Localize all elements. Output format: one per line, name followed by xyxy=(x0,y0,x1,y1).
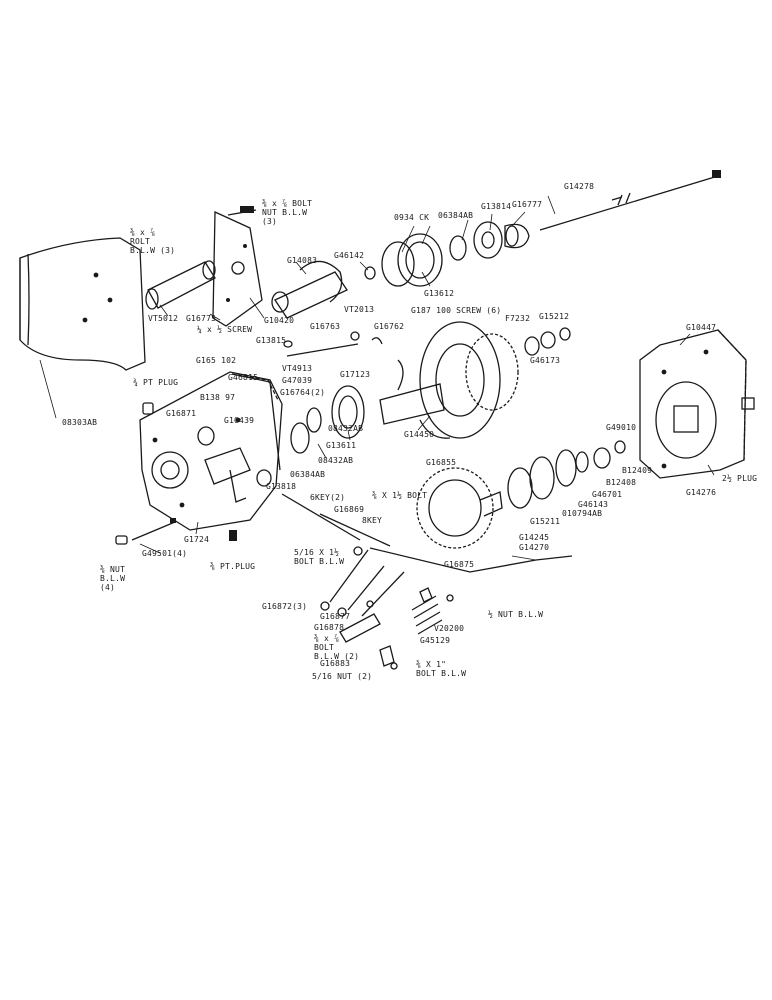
label-vt5012: VT5012 xyxy=(148,314,179,323)
label-bolt-3-8-1-blw: ⅜ X 1" BOLT B.L.W xyxy=(416,660,467,678)
label-bolt-nut-blw3: ⅜ x ⅞ BOLT NUT B.L.W (3) xyxy=(262,199,313,226)
label-g13611-top: 08432AB xyxy=(328,424,364,433)
label-g46143: G46143 xyxy=(578,500,609,509)
label-bolt-5-16-blw: 5/16 X 1½ BOLT B.L.W xyxy=(294,548,345,566)
label-vt2013: VT2013 xyxy=(344,305,375,314)
label-nut-blw4: ⅜ NUT B.L.W (4) xyxy=(100,565,126,592)
label-vt4913: VT4913 xyxy=(282,364,313,373)
label-g14083: G14083 xyxy=(287,256,318,265)
tube-vt5012 xyxy=(145,260,216,310)
label-g16763: G16763 xyxy=(310,322,341,331)
label-g16775: G16775 xyxy=(186,314,217,323)
label-g15211: G15211 xyxy=(530,517,561,526)
label-g10447: G10447 xyxy=(686,323,717,332)
mounting-bracket xyxy=(212,206,263,327)
label-g14245: G14245 xyxy=(519,533,550,542)
guard-cover xyxy=(19,237,146,371)
label-g14270: G14270 xyxy=(519,543,550,552)
top-bearing-stack xyxy=(381,221,530,287)
label-g47039: G47039 xyxy=(282,376,313,385)
label-g10420: G10420 xyxy=(264,316,295,325)
label-g16871: G16871 xyxy=(166,409,197,418)
label-g16777: G16777 xyxy=(512,200,543,209)
label-8key: 8KEY xyxy=(362,516,383,525)
large-gear xyxy=(416,467,503,549)
label-g14278: G14278 xyxy=(564,182,595,191)
label-g16764: G16764(2) xyxy=(280,388,326,397)
label-g49501: G49501(4) xyxy=(142,549,188,558)
main-housing xyxy=(139,371,283,531)
label-g16762: G16762 xyxy=(374,322,405,331)
label-g16872: G16872(3) xyxy=(262,602,308,611)
label-g14276: G14276 xyxy=(686,488,717,497)
label-b13897: B138 97 xyxy=(200,393,236,402)
label-g14450: G14450 xyxy=(404,430,435,439)
long-shaft xyxy=(539,170,721,231)
label-b12409: B12409 xyxy=(622,466,653,475)
label-06384ab-top: 06384AB xyxy=(438,211,474,220)
label-bolt-blw2: ⅜ x ⅞ BOLT B.L.W (2) xyxy=(314,634,360,661)
label-g1724: G1724 xyxy=(184,535,210,544)
label-g45129: G45129 xyxy=(420,636,451,645)
label-g10439: G10439 xyxy=(224,416,255,425)
label-g16869: G16869 xyxy=(334,505,365,514)
label-g16877: G16877 xyxy=(320,612,351,621)
label-v20200: V20200 xyxy=(434,624,465,633)
label-pt-plug-three-eighth: ⅜ PT.PLUG xyxy=(210,562,256,571)
label-0934ck: 0934 CK xyxy=(394,213,430,222)
plugs xyxy=(115,397,755,545)
label-08303ab: 08303AB xyxy=(62,418,98,427)
label-g13814: G13814 xyxy=(481,202,512,211)
gear-bearings xyxy=(507,440,626,509)
label-g49010: G49010 xyxy=(606,423,637,432)
label-g13612: G13612 xyxy=(424,289,455,298)
label-quarter-screw: ¼ x ½ SCREW xyxy=(197,325,253,334)
leader-lines xyxy=(39,195,715,561)
label-g165102: G165 102 xyxy=(196,356,237,365)
label-g46142: G46142 xyxy=(334,251,365,260)
label-g46173: G46173 xyxy=(530,356,561,365)
label-f7232: F7232 xyxy=(505,314,531,323)
label-g13818: G13818 xyxy=(266,482,297,491)
shift-linkage xyxy=(281,493,573,670)
label-b12408: B12408 xyxy=(606,478,637,487)
label-010794ab: 010794AB xyxy=(562,509,603,518)
rod-and-clips xyxy=(283,331,383,357)
label-g46815: G46815 xyxy=(228,373,259,382)
label-g16855: G16855 xyxy=(426,458,457,467)
label-nut-blw-half: ½ NUT B.L.W xyxy=(488,610,544,619)
label-6key: 6KEY(2) xyxy=(310,493,346,502)
label-g17123: G17123 xyxy=(340,370,371,379)
label-g187100-screw: G187 100 SCREW (6) xyxy=(411,306,502,315)
label-g16883: G16883 xyxy=(320,659,351,668)
label-bolt-blw3: ⅜ x ⅞ ROLT B.L.W (3) xyxy=(130,228,176,255)
label-08432ab-low: 08432AB xyxy=(318,456,354,465)
label-pt-plug-quarter: ¾ PT PLUG xyxy=(133,378,179,387)
rear-housing xyxy=(639,329,747,479)
label-g13815: G13815 xyxy=(256,336,287,345)
label-nut2: 5/16 NUT (2) xyxy=(312,672,373,681)
label-g16878: G16878 xyxy=(314,623,345,632)
label-bolt-3-8-1: ⅜ X 1½ BOLT xyxy=(372,491,428,500)
clutch-assembly xyxy=(379,321,519,439)
label-g46701: G46701 xyxy=(592,490,623,499)
label-g13611: G13611 xyxy=(326,441,357,450)
right-small-bearings xyxy=(524,327,571,356)
middle-bearing xyxy=(290,385,365,454)
label-06384ab-low: 06384AB xyxy=(290,470,326,479)
label-g16875: G16875 xyxy=(444,560,475,569)
pinion-shaft xyxy=(271,260,376,319)
label-g15212: G15212 xyxy=(539,312,570,321)
label-two-half-plug: 2½ PLUG xyxy=(722,474,758,483)
